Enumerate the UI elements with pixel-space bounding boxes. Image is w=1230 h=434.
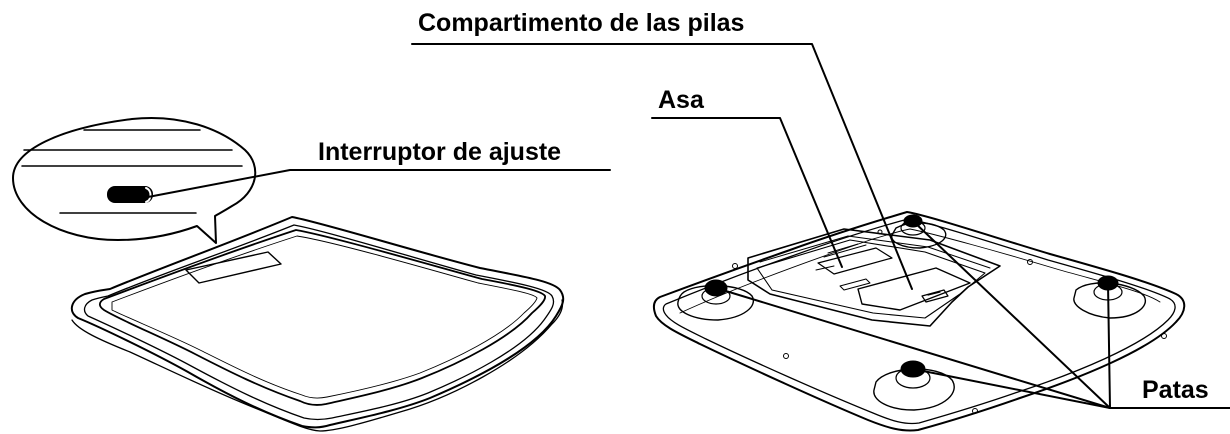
- switch-magnifier: [12, 117, 257, 244]
- adjustment-switch-label: Interruptor de ajuste: [318, 138, 562, 166]
- leader-lines: [147, 43, 1230, 409]
- foot-back-right: [1073, 275, 1147, 319]
- scale-top-view: [70, 216, 565, 432]
- feet-label: Patas: [1142, 376, 1209, 404]
- battery-compartment-label: Compartimento de las pilas: [418, 9, 745, 37]
- adjustment-switch: [107, 186, 153, 203]
- handle-label: Asa: [658, 86, 704, 114]
- scale-bottom-view: [652, 211, 1186, 432]
- battery-latch-icon: [921, 289, 949, 303]
